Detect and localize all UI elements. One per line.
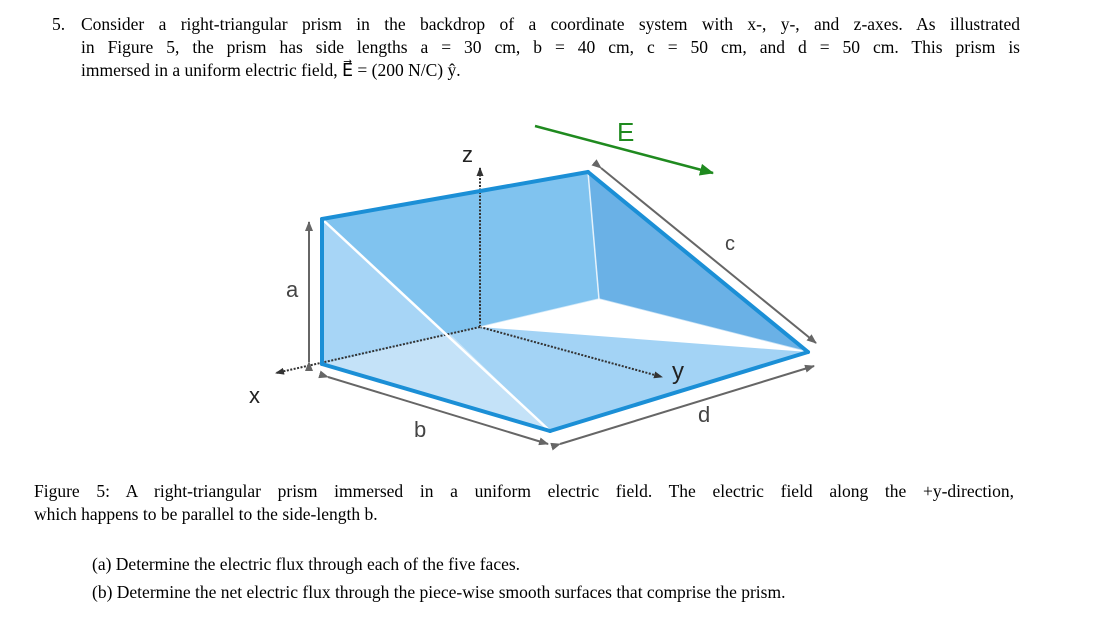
- problem-line-3: immersed in a uniform electric field, E⃗…: [81, 60, 461, 80]
- problem-statement: 5. Consider a right-triangular prism in …: [52, 13, 1020, 82]
- side-c-label: c: [725, 233, 735, 255]
- dimension-d-arrow: [550, 364, 815, 451]
- side-d-label: d: [698, 402, 710, 427]
- x-axis-label: x: [249, 383, 260, 408]
- y-axis-label: y: [672, 358, 684, 385]
- caption-line-2: which happens to be parallel to the side…: [34, 504, 378, 524]
- side-b-label: b: [414, 417, 426, 442]
- field-label: E: [617, 117, 634, 147]
- side-a-label: a: [286, 277, 299, 302]
- dimension-c-arrow: [591, 159, 817, 344]
- dimension-b-arrow: [318, 370, 549, 446]
- z-axis-label: z: [462, 142, 473, 167]
- question-b: (b) Determine the net electric flux thro…: [92, 582, 786, 602]
- electric-field-arrow: [534, 124, 714, 176]
- question-a: (a) Determine the electric flux through …: [92, 554, 521, 574]
- prism-figure: E z y x a b c d: [249, 117, 817, 451]
- caption-line-1: Figure 5: A right-triangular prism immer…: [34, 481, 1014, 501]
- question-list: (a) Determine the electric flux through …: [92, 550, 785, 606]
- problem-line-2: in Figure 5, the prism has side lengths …: [81, 37, 1020, 57]
- back-bottom-edge-2: [479, 298, 600, 328]
- problem-line-1: Consider a right-triangular prism in the…: [81, 14, 1020, 34]
- figure-caption: Figure 5: A right-triangular prism immer…: [34, 480, 1014, 526]
- problem-text: Consider a right-triangular prism in the…: [81, 13, 1020, 82]
- problem-number: 5.: [52, 14, 66, 34]
